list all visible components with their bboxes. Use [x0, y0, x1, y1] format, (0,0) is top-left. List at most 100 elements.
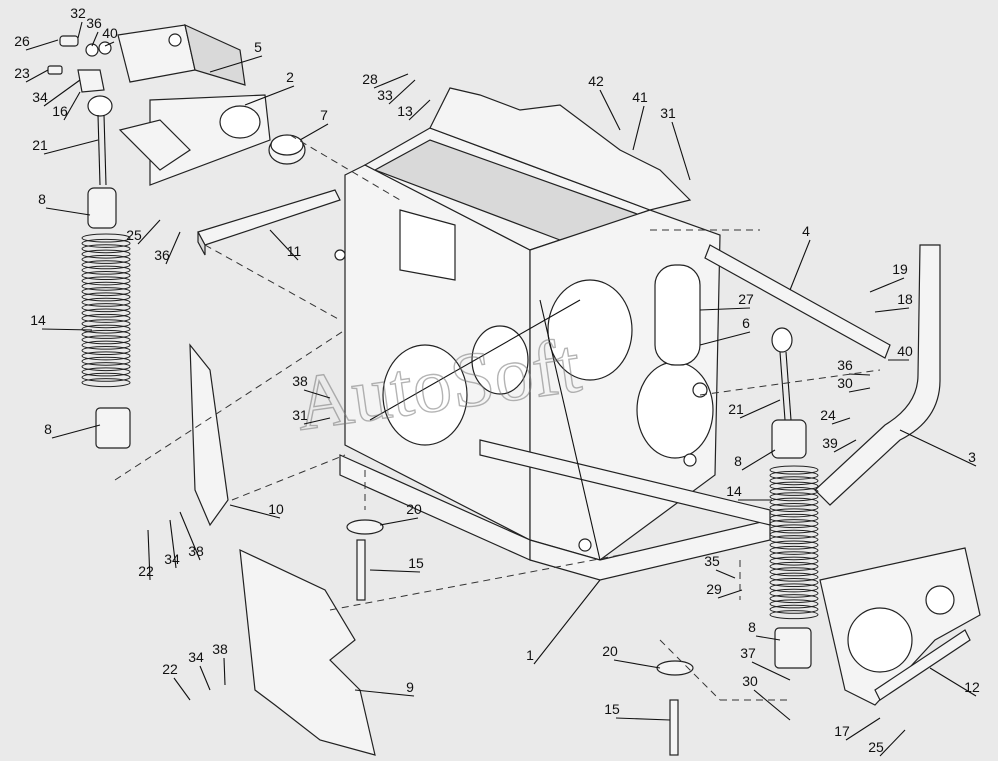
handle-tube — [814, 244, 941, 506]
callout-label-c33: 33 — [377, 87, 393, 103]
assembly-guide-lines — [114, 134, 881, 701]
callout-leader-c3 — [899, 429, 977, 467]
callout-leader-c4 — [789, 239, 811, 291]
callout-leader-c20a — [379, 517, 419, 526]
callout-label-c38a: 38 — [292, 373, 308, 389]
callout-leader-c8a — [45, 207, 91, 216]
callout-leader-c7 — [299, 123, 329, 141]
callout-leader-c38a — [303, 389, 331, 399]
callout-leader-c22a — [147, 529, 151, 581]
callout-label-c16: 16 — [52, 103, 68, 119]
callout-leader-c8b — [741, 449, 776, 471]
callout-leader-c16 — [63, 91, 81, 121]
callout-leader-c18 — [874, 307, 910, 313]
callout-label-c19: 19 — [892, 261, 908, 277]
callout-label-c23: 23 — [14, 65, 30, 81]
callout-leader-c38c — [223, 657, 226, 686]
mounting-plate — [819, 547, 981, 706]
callout-leader-c21a — [43, 139, 99, 155]
callout-label-c14a: 14 — [30, 312, 46, 328]
callout-label-c15a: 15 — [408, 555, 424, 571]
callout-leader-c36c — [848, 373, 871, 376]
callout-label-c24: 24 — [820, 407, 836, 423]
callout-label-c34c: 34 — [188, 649, 204, 665]
callout-label-c9: 9 — [406, 679, 414, 695]
callout-leader-c8d — [755, 635, 781, 641]
callout-leader-c34c — [199, 665, 211, 691]
left-spring-assembly — [81, 114, 131, 449]
callout-label-c40b: 40 — [897, 343, 913, 359]
callout-leader-c42 — [599, 89, 621, 131]
callout-label-c5: 5 — [254, 39, 262, 55]
vertical-strip — [189, 343, 229, 527]
callout-label-c29: 29 — [706, 581, 722, 597]
callout-label-c40a: 40 — [102, 25, 118, 41]
callout-label-c8c: 8 — [44, 421, 52, 437]
callout-leader-c1 — [533, 579, 601, 665]
callout-label-c25a: 25 — [126, 227, 142, 243]
callout-leader-c15b — [615, 717, 671, 721]
callout-label-c32a: 32 — [70, 5, 86, 21]
callout-label-c2: 2 — [286, 69, 294, 85]
callout-label-c30a: 30 — [837, 375, 853, 391]
callout-label-c21b: 21 — [728, 401, 744, 417]
callout-leader-c22b — [173, 677, 191, 701]
callout-leader-c28 — [373, 73, 409, 89]
callout-label-c3: 3 — [968, 449, 976, 465]
callout-leader-c14a — [41, 328, 93, 331]
callout-label-c20a: 20 — [406, 501, 422, 517]
callout-leader-c35 — [715, 569, 736, 579]
callout-label-c1: 1 — [526, 647, 534, 663]
callout-leader-c8c — [51, 424, 101, 439]
callout-label-c7: 7 — [320, 107, 328, 123]
callout-leader-c31b — [303, 417, 331, 425]
callout-leader-c12 — [929, 667, 977, 697]
callout-label-c10: 10 — [268, 501, 284, 517]
callout-leader-c41 — [632, 105, 645, 151]
callout-leader-c30a — [848, 387, 871, 393]
side-plate — [239, 549, 376, 756]
angle-strip — [197, 189, 341, 256]
callout-leader-c40a — [104, 41, 115, 47]
callout-label-c31a: 31 — [660, 105, 676, 121]
callout-label-c8d: 8 — [748, 619, 756, 635]
callout-label-c30b: 30 — [742, 673, 758, 689]
callout-label-c42: 42 — [588, 73, 604, 89]
callout-leader-c39 — [833, 439, 857, 453]
callout-leader-c34b — [169, 519, 177, 569]
callout-leader-c38b — [179, 511, 201, 561]
callout-label-c8b: 8 — [734, 453, 742, 469]
callout-label-c36a: 36 — [86, 15, 102, 31]
callout-label-c38c: 38 — [212, 641, 228, 657]
callout-leader-c17 — [845, 717, 881, 741]
callout-label-c6: 6 — [742, 315, 750, 331]
callout-label-c37: 37 — [740, 645, 756, 661]
callout-label-c26: 26 — [14, 33, 30, 49]
callout-leader-c29 — [717, 589, 743, 599]
callout-leader-c19 — [869, 277, 905, 293]
callout-leader-c37 — [751, 661, 791, 681]
callout-leader-c25a — [137, 219, 161, 245]
callout-label-c14b: 14 — [726, 483, 742, 499]
callout-label-c38b: 38 — [188, 543, 204, 559]
callout-label-c25b: 25 — [868, 739, 884, 755]
right-spring-assembly — [769, 327, 819, 669]
callout-label-c34a: 34 — [32, 89, 48, 105]
callout-leader-c26 — [25, 39, 59, 51]
callout-label-c11: 11 — [287, 243, 302, 259]
callout-leader-c27 — [699, 307, 751, 311]
callout-label-c12: 12 — [964, 679, 980, 695]
callout-label-c36b: 36 — [154, 247, 170, 263]
callout-leader-c15a — [369, 569, 421, 573]
pin-assembly-left — [346, 519, 384, 601]
callout-leader-c11 — [269, 229, 299, 261]
callout-label-c22b: 22 — [162, 661, 178, 677]
callout-leader-c34a — [43, 79, 81, 107]
tie-bar — [704, 244, 891, 359]
callout-label-c15b: 15 — [604, 701, 620, 717]
callout-label-c21a: 21 — [32, 137, 48, 153]
callout-leader-c23 — [25, 69, 49, 83]
